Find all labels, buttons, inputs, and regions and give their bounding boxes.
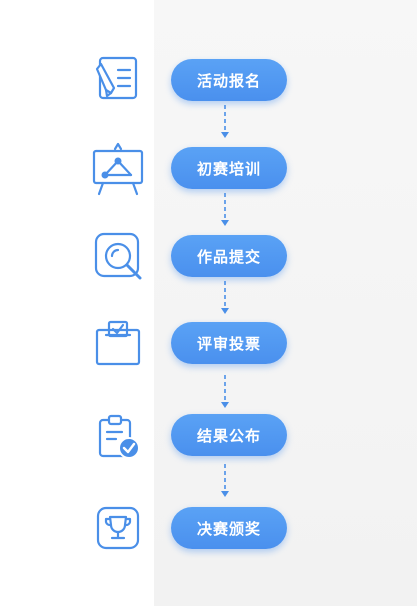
flow-arrow-3 <box>218 279 232 317</box>
step-button-results[interactable]: 结果公布 <box>171 414 287 456</box>
step-button-submission[interactable]: 作品提交 <box>171 235 287 277</box>
step-button-awards[interactable]: 决赛颁奖 <box>171 507 287 549</box>
magnifier-submission-icon <box>88 226 148 286</box>
step-button-signup[interactable]: 活动报名 <box>171 59 287 101</box>
right-background-panel <box>154 0 417 606</box>
ballot-box-icon <box>88 314 148 374</box>
trophy-icon <box>88 498 148 558</box>
signup-form-pen-icon <box>88 50 148 110</box>
flow-arrow-2 <box>218 191 232 229</box>
presentation-board-icon <box>88 139 148 199</box>
flow-arrow-1 <box>218 103 232 141</box>
step-button-voting[interactable]: 评审投票 <box>171 322 287 364</box>
step-button-training[interactable]: 初赛培训 <box>171 147 287 189</box>
flow-arrow-5 <box>218 462 232 500</box>
clipboard-check-icon <box>88 408 148 468</box>
flow-arrow-4 <box>218 373 232 411</box>
